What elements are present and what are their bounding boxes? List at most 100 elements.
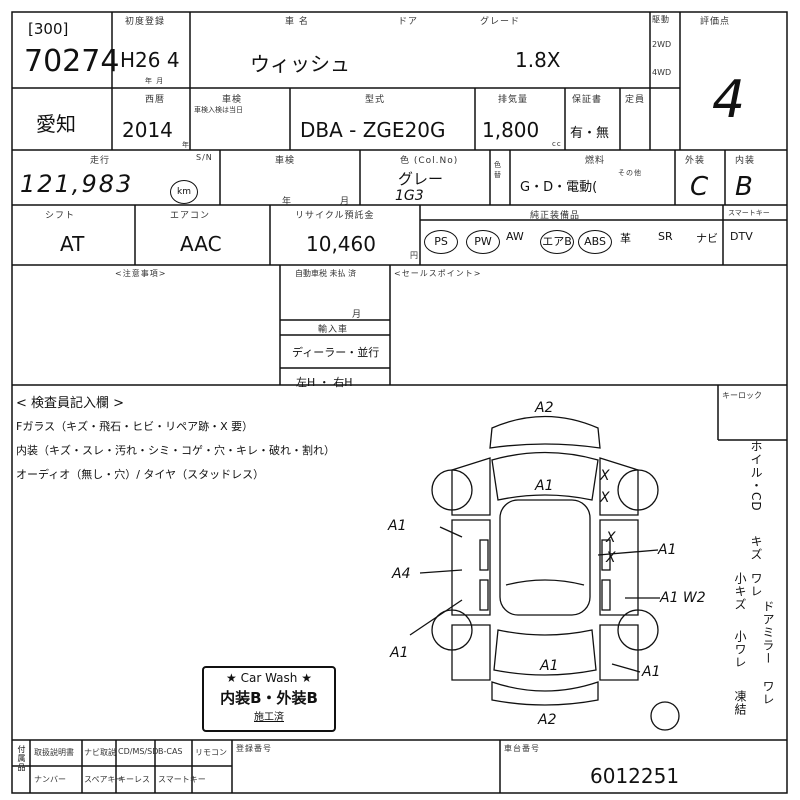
stamp-title: ★ Car Wash ★ — [226, 671, 312, 685]
color-code: 1G3 — [395, 188, 424, 204]
exterior-label: 外装 — [685, 156, 706, 166]
model-label: 型式 — [365, 95, 386, 105]
dealer-option: ディーラー・並行 — [292, 346, 380, 359]
shift-label: シフト — [45, 211, 76, 221]
equipment-item: ナビ — [696, 232, 718, 245]
damage-mark: A1 W2 — [660, 590, 706, 606]
inspector-line-audio: オーディオ（無し・穴）/ タイヤ（スタッドレス） — [16, 468, 265, 481]
caution-label: <注意事項> — [115, 269, 167, 278]
year: 2014 — [122, 118, 173, 142]
color-label: 色 (Col.No) — [400, 156, 459, 166]
equipment-item: AW — [506, 230, 524, 243]
import-label: 輸入車 — [318, 325, 349, 335]
side-note: ワレ — [749, 572, 763, 598]
side-note: 小ワレ — [733, 630, 747, 669]
handle-option: 左H ・ 右H — [296, 376, 353, 389]
mileage-label: 走行 — [90, 156, 111, 166]
shift: AT — [60, 232, 85, 256]
displacement-label: 排気量 — [498, 95, 529, 105]
damage-mark: X — [600, 490, 610, 506]
accessory-label: スマートキー — [158, 775, 206, 784]
damage-mark: A1 — [390, 645, 409, 661]
year-label: 西暦 — [145, 95, 166, 105]
aircon: AAC — [180, 232, 222, 256]
car-outline — [409, 415, 680, 731]
equipment-item: ABS — [578, 230, 612, 254]
inspector-line-interior: 内装（キズ・スレ・汚れ・シミ・コゲ・穴・キレ・破れ・割れ） — [16, 444, 335, 457]
drive-2wd: 2WD — [652, 40, 672, 49]
fuel-other: その他 — [618, 169, 642, 177]
inspector-title: < 検査員記入欄 > — [16, 396, 125, 411]
accessory-label: B-CAS — [158, 747, 183, 756]
month-mark: 月 — [340, 197, 351, 207]
damage-mark: X — [600, 468, 610, 484]
month-label: 月 — [352, 310, 363, 320]
accessory-label: 取扱説明書 — [34, 748, 74, 757]
s-label: S/N — [196, 153, 213, 162]
accessory-label: キーレス — [118, 775, 150, 784]
side-note: 小キズ — [733, 572, 747, 611]
damage-mark: A2 — [538, 712, 557, 728]
equipment-item: PW — [466, 230, 500, 254]
exterior-grade: C — [690, 172, 709, 202]
year-mark: 年 — [282, 197, 293, 207]
side-note: キズ — [749, 535, 763, 561]
drive-4wd: 4WD — [652, 68, 672, 77]
lot-type: [300] — [28, 20, 69, 38]
chassis-label: 車台番号 — [504, 744, 540, 753]
side-note: ワレ — [761, 680, 775, 706]
accessory-label: ナンバー — [34, 775, 66, 784]
fuel-options: G・D・電動( — [520, 180, 598, 195]
displacement-unit: cc — [552, 140, 562, 148]
grade-label: グレード — [480, 17, 521, 27]
displacement: 1,800 — [482, 118, 540, 142]
year-month-label: 年 月 — [145, 77, 165, 85]
recycle: 10,460 — [306, 232, 376, 256]
fuel-label: 燃料 — [585, 156, 606, 166]
equipment-item: SR — [658, 230, 673, 243]
equipment-item: PS — [424, 230, 458, 254]
chassis-number: 6012251 — [590, 764, 680, 788]
stamp-done: 施工済 — [254, 712, 284, 723]
color-change-label: 色替 — [494, 161, 501, 179]
damage-mark: X — [606, 550, 616, 566]
doors-label: ドア — [398, 17, 419, 27]
car-wash-stamp: ★ Car Wash ★ 内装B・外装B 施工済 — [202, 666, 336, 732]
damage-mark: A1 — [642, 664, 661, 680]
mileage-unit: km — [170, 180, 198, 204]
damage-mark: A1 — [540, 658, 559, 674]
recycle-label: リサイクル預託金 — [295, 211, 375, 221]
interior-grade: B — [735, 172, 753, 202]
color: グレー — [398, 170, 444, 188]
equipment-item: 革 — [620, 232, 631, 245]
inspection-label: 車検 — [222, 95, 243, 105]
warranty-label: 保証書 — [572, 95, 603, 105]
side-note: 凍結 — [733, 690, 747, 716]
damage-mark: A2 — [535, 400, 554, 416]
warranty: 有・無 — [570, 126, 610, 141]
grade: 1.8X — [515, 48, 561, 72]
car-name-label: 車 名 — [285, 17, 309, 27]
inspector-line-glass: Fガラス（キズ・飛石・ヒビ・リペア跡・X 要） — [16, 420, 254, 433]
drive-label: 駆動 — [652, 15, 670, 24]
side-note: ホイル・CD — [749, 440, 763, 512]
damage-mark: A1 — [535, 478, 554, 494]
selling-points-label: <セールスポイント> — [394, 269, 482, 278]
damage-mark: X — [606, 530, 616, 546]
damage-mark: A1 — [658, 542, 677, 558]
accessory-label: スペアキー — [84, 775, 124, 784]
equipment-label: 純正装備品 — [530, 211, 581, 221]
equipment-item: DTV — [730, 230, 753, 243]
score: 4 — [712, 70, 746, 130]
seal-label: 自動車税 未払 済 — [295, 269, 357, 278]
damage-mark: A4 — [392, 566, 411, 582]
aircon-label: エアコン — [170, 211, 211, 221]
interior-label: 内装 — [735, 156, 756, 166]
capacity-label: 定員 — [625, 95, 646, 105]
first-reg-value: H26 4 — [120, 48, 180, 72]
equipment-item: エアB — [540, 230, 574, 254]
side-note: ドアミラー — [761, 600, 775, 665]
accessory-label: CD/MS/SD — [118, 747, 159, 756]
first-reg-label: 初度登録 — [125, 17, 166, 27]
